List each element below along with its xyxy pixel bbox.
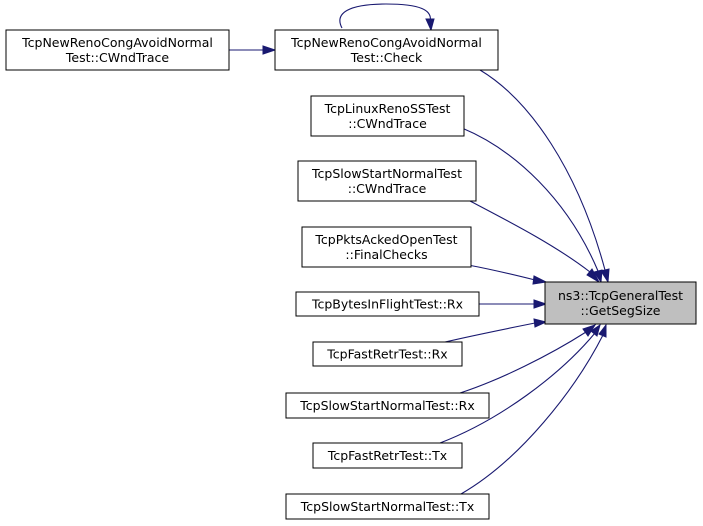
node-label-line: ::CWndTrace: [348, 181, 427, 196]
edge-newreno_check-to-newreno_check: [339, 3, 435, 32]
node-box: [285, 493, 490, 520]
node-label-line: Test::CWndTrace: [65, 50, 169, 65]
node-label-line: Test::Check: [350, 50, 423, 65]
edge-slowstart_cwnd-to-get_seg_size: [469, 200, 601, 284]
caller-node-slowstart_cwnd[interactable]: TcpSlowStartNormalTest::CWndTrace: [297, 160, 477, 202]
edge-arrowhead: [533, 299, 548, 309]
caller-node-bytesinflight_rx[interactable]: TcpBytesInFlightTest::Rx: [295, 291, 480, 317]
node-box: [312, 442, 463, 469]
edge-line: [439, 332, 596, 444]
node-box: [301, 226, 472, 268]
caller-node-slowstart_tx[interactable]: TcpSlowStartNormalTest::Tx: [285, 493, 490, 520]
call-graph-nodes: TcpNewRenoCongAvoidNormalTest::CWndTrace…: [5, 29, 697, 520]
caller-node-fastretr_rx[interactable]: TcpFastRetrTest::Rx: [312, 341, 463, 367]
edge-line: [444, 322, 536, 343]
node-box: [295, 291, 480, 317]
edge-arrowhead: [533, 318, 548, 328]
edge-newreno_check-to-get_seg_size: [479, 69, 610, 284]
node-label-line: TcpSlowStartNormalTest::Rx: [299, 398, 474, 413]
edge-arrowhead: [600, 268, 610, 284]
node-box: [274, 29, 499, 71]
node-box: [312, 341, 463, 367]
node-label-line: ::CWndTrace: [348, 116, 427, 131]
caller-node-pktsacked_final[interactable]: TcpPktsAckedOpenTest::FinalChecks: [301, 226, 472, 268]
edge-arrowhead: [590, 323, 601, 337]
edge-line: [467, 264, 536, 281]
edge-fastretr_tx-to-get_seg_size: [439, 323, 601, 444]
node-label-line: ns3::TcpGeneralTest: [558, 288, 683, 303]
node-box: [544, 281, 697, 325]
edge-bytesinflight_rx-to-get_seg_size: [479, 299, 548, 309]
node-label-line: TcpNewRenoCongAvoidNormal: [21, 35, 213, 50]
caller-node-linuxreno_cwnd[interactable]: TcpLinuxRenoSSTest::CWndTrace: [310, 95, 465, 137]
edge-line: [460, 334, 604, 495]
node-label-line: ::FinalChecks: [345, 247, 427, 262]
caller-node-fastretr_tx[interactable]: TcpFastRetrTest::Tx: [312, 442, 463, 469]
edge-pktsacked_final-to-get_seg_size: [467, 264, 548, 285]
edge-linuxreno_cwnd-to-get_seg_size: [461, 127, 603, 284]
node-label-line: ::GetSegSize: [581, 303, 661, 318]
target-node-get_seg_size: ns3::TcpGeneralTest::GetSegSize: [544, 281, 697, 325]
edge-fastretr_rx-to-get_seg_size: [444, 318, 548, 343]
node-box: [285, 392, 490, 419]
node-label-line: TcpFastRetrTest::Tx: [327, 448, 447, 463]
edge-slowstart_tx-to-get_seg_size: [460, 323, 607, 495]
node-box: [297, 160, 477, 202]
node-box: [5, 29, 230, 71]
edge-arrowhead: [598, 323, 607, 338]
edge-arrowhead: [593, 269, 603, 284]
call-graph-edges: [229, 3, 610, 495]
node-label-line: TcpPktsAckedOpenTest: [314, 232, 457, 247]
node-label-line: TcpBytesInFlightTest::Rx: [311, 297, 463, 312]
edge-line: [469, 200, 591, 273]
edge-arrowhead: [532, 275, 548, 285]
node-label-line: TcpFastRetrTest::Rx: [326, 347, 447, 362]
edge-arrowhead: [425, 18, 435, 32]
edge-arrowhead: [586, 268, 601, 284]
node-label-line: TcpSlowStartNormalTest: [311, 166, 462, 181]
edge-line: [461, 127, 599, 272]
edge-newreno_cwnd-to-newreno_check: [229, 45, 277, 55]
node-label-line: TcpLinuxRenoSSTest: [324, 101, 451, 116]
caller-node-slowstart_rx[interactable]: TcpSlowStartNormalTest::Rx: [285, 392, 490, 419]
edge-line: [459, 331, 587, 394]
edge-line: [479, 69, 606, 271]
node-label-line: TcpSlowStartNormalTest::Tx: [300, 499, 474, 514]
node-box: [310, 95, 465, 137]
edge-line: [339, 3, 431, 29]
node-label-line: TcpNewRenoCongAvoidNormal: [290, 35, 482, 50]
edge-arrowhead: [262, 45, 277, 55]
